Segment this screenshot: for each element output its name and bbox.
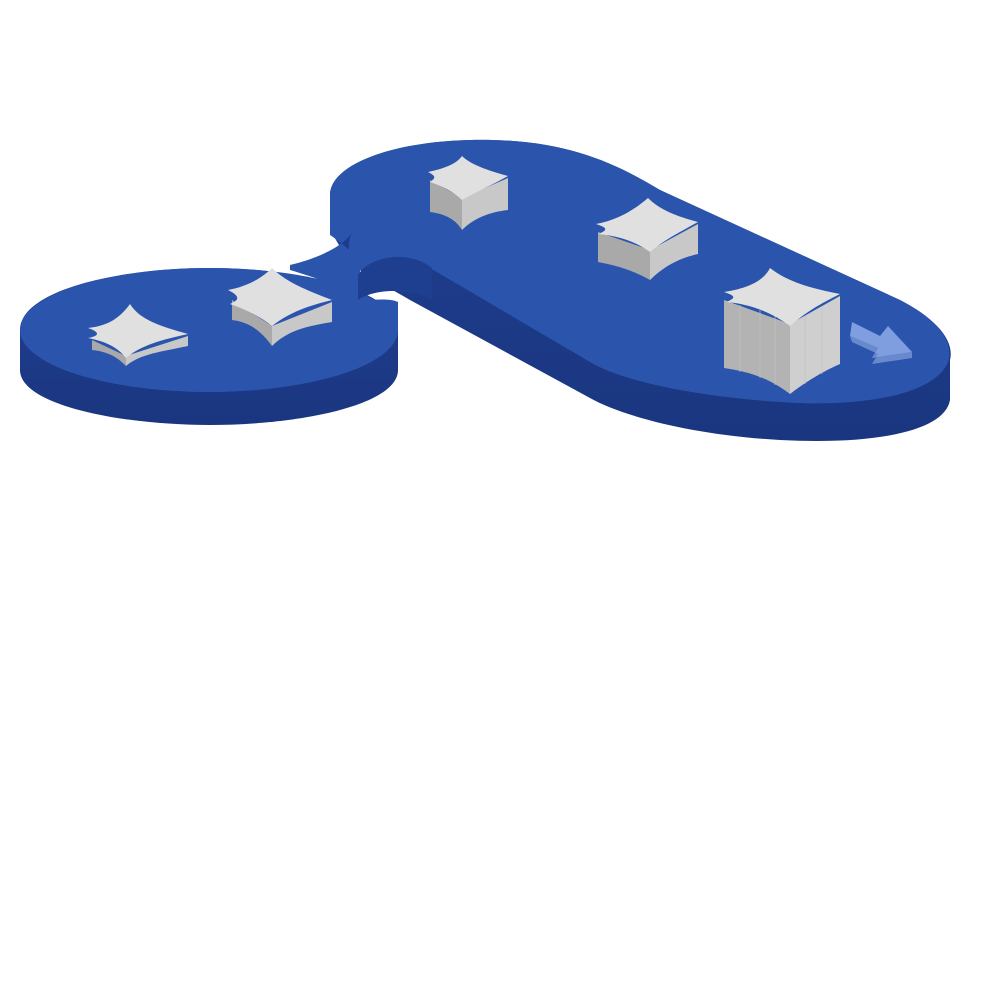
platform-neck [290,205,432,330]
star-piece-icon [724,268,840,326]
star-piece-icon [88,304,188,358]
direction-marker[interactable] [850,322,912,364]
star-piece-far-left[interactable] [88,304,188,366]
arrow-icon [850,322,912,358]
star-piece-top[interactable] [428,156,508,230]
star-piece-icon [596,198,698,252]
star-piece-icon [228,268,332,326]
star-piece-right[interactable] [596,198,698,280]
platform-left-pad [20,268,398,425]
star-piece-front-tall[interactable] [724,268,840,394]
star-piece-left[interactable] [228,268,332,346]
star-piece-icon [428,156,508,200]
